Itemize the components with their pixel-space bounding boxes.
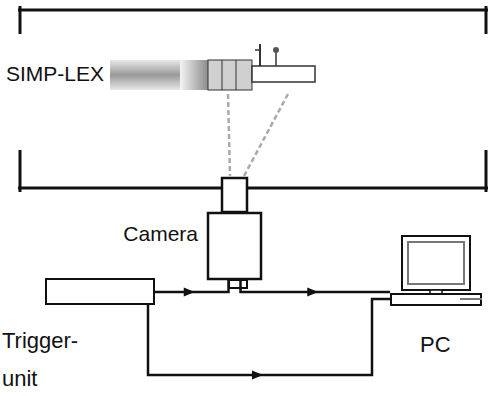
light-cone <box>228 94 288 176</box>
node-shape <box>207 212 262 280</box>
wind-tunnel <box>18 6 488 192</box>
node-shape <box>110 58 315 92</box>
camera-lens <box>222 178 247 212</box>
node-label: PC <box>420 333 451 357</box>
pc-node: PC <box>390 235 482 305</box>
node-label: Camera <box>123 222 198 246</box>
device-node: SIMP-LEX <box>110 58 315 92</box>
signal-line <box>148 299 390 380</box>
node-label: SIMP-LEX <box>6 62 104 86</box>
node-shape <box>390 235 482 305</box>
camera-node: Camera <box>207 212 262 280</box>
node-label: Trigger- unit <box>2 322 98 396</box>
node-shape <box>45 278 155 305</box>
signal-line <box>241 280 391 297</box>
camera-connector <box>229 280 247 288</box>
trigger-unit-node: Trigger- unit <box>45 278 155 305</box>
signal-line <box>155 280 229 297</box>
